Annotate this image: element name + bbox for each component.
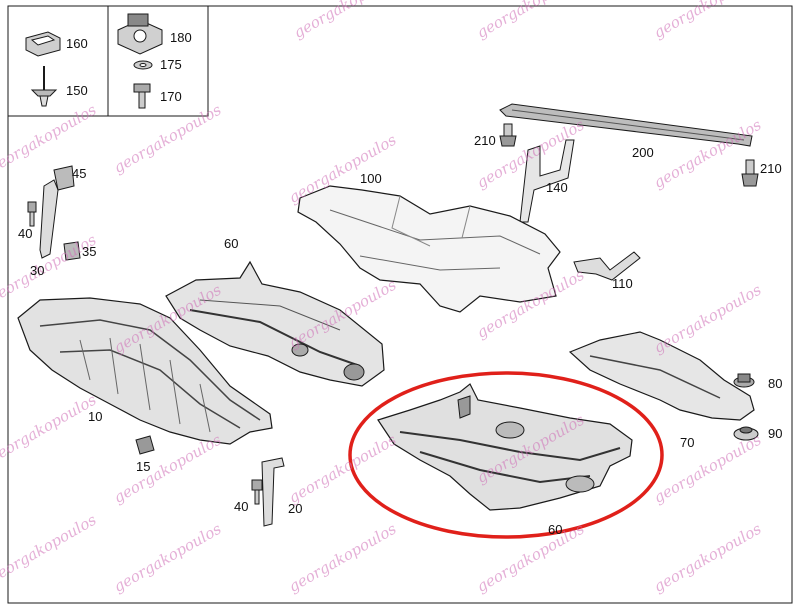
- engine-undershield-100-shape: [297, 185, 561, 313]
- part-label-210-right: 210: [760, 161, 782, 176]
- part-label-110: 110: [612, 276, 633, 291]
- part-label-210-left: 210: [474, 133, 496, 148]
- support-strut-45-shape: [39, 165, 75, 259]
- push-pin-150-icon: [30, 66, 58, 107]
- part-label-45: 45: [72, 166, 87, 181]
- part-label-20: 20: [288, 501, 303, 516]
- bolt-170-icon: [133, 83, 151, 109]
- part-label-200: 200: [632, 145, 654, 160]
- part-label-30: 30: [30, 263, 45, 278]
- bracket-20-shape: [261, 457, 285, 527]
- part-label-70: 70: [680, 435, 695, 450]
- highlight-ellipse: [348, 371, 664, 539]
- clip-35-icon: [63, 241, 81, 261]
- grommet-80-icon: [733, 373, 755, 388]
- outer-frame: [7, 5, 793, 604]
- part-label-140: 140: [546, 180, 568, 195]
- underbody-panel-60-highlighted-shape: [377, 383, 633, 511]
- part-label-40-lower: 40: [234, 499, 249, 514]
- underbody-panel-60-upper-shape: [165, 260, 385, 387]
- part-label-60-upper: 60: [224, 236, 239, 251]
- washer-175-icon: [133, 60, 153, 70]
- cage-nut-180-icon: [117, 13, 163, 55]
- part-label-180: 180: [170, 30, 192, 45]
- side-undershield-70-shape: [568, 331, 755, 421]
- clip-15-icon: [135, 435, 155, 455]
- front-undershield-10-shape: [17, 297, 273, 445]
- bolt-210-left-icon: [499, 123, 517, 147]
- part-label-90: 90: [768, 426, 783, 441]
- part-label-15: 15: [136, 459, 151, 474]
- part-label-35: 35: [82, 244, 97, 259]
- bracket-110-shape: [573, 251, 641, 281]
- part-label-100: 100: [360, 171, 382, 186]
- washer-90-icon: [733, 426, 759, 441]
- part-label-10: 10: [88, 409, 103, 424]
- bolt-210-right-icon: [741, 159, 759, 187]
- part-label-60-highlighted: 60: [548, 522, 563, 537]
- bolt-40-upper-icon: [27, 201, 37, 227]
- bolt-40-lower-icon: [251, 479, 263, 505]
- part-label-40-upper: 40: [18, 226, 33, 241]
- bracket-140-shape: [519, 139, 575, 223]
- part-label-160: 160: [66, 36, 88, 51]
- cross-member-200-shape: [499, 103, 753, 147]
- part-label-175: 175: [160, 57, 182, 72]
- clip-160-icon: [25, 31, 61, 57]
- part-label-170: 170: [160, 89, 182, 104]
- part-label-80: 80: [768, 376, 783, 391]
- part-label-150: 150: [66, 83, 88, 98]
